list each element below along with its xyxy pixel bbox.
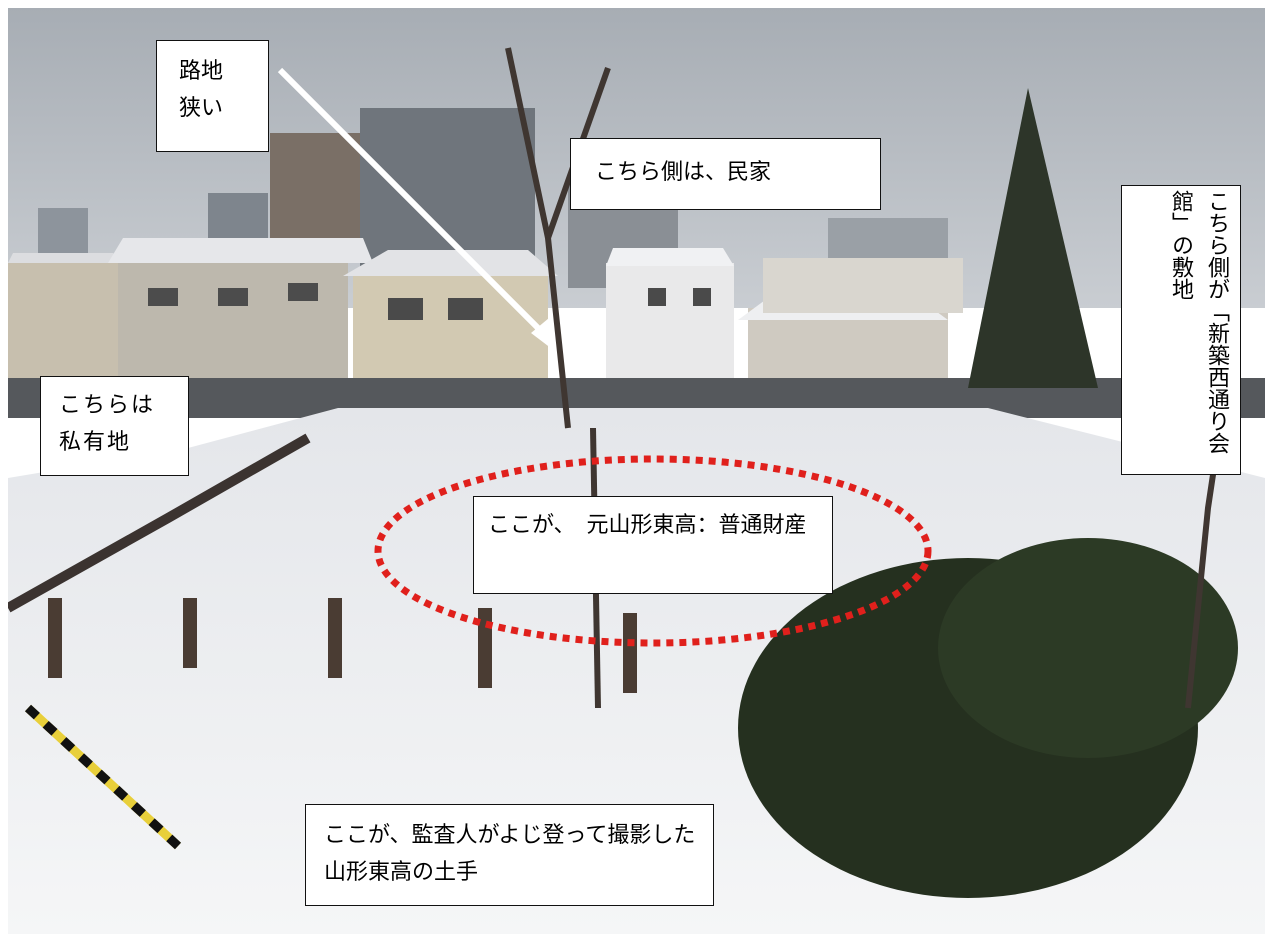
- alley-label-line1: 路地: [179, 59, 224, 84]
- striped-pole: [24, 704, 182, 850]
- embankment-text: ここが、監査人がよじ登って撮影した山形東高の土手: [324, 823, 696, 885]
- residential-label-text: こちら側は、民家: [595, 160, 772, 185]
- new-hall-site-text: こちら側が「新築西通り会館」の敷地: [1168, 190, 1229, 454]
- alley-label: 路地 狭い: [156, 40, 269, 152]
- background-buildings: [38, 108, 948, 288]
- houses: [8, 238, 963, 398]
- new-hall-site-label: こちら側が「新築西通り会館」の敷地: [1121, 185, 1241, 475]
- alley-label-line2: 狭い: [179, 96, 224, 121]
- snow-lot-photo: [8, 8, 1265, 934]
- private-land-line2: 私有地: [59, 430, 132, 455]
- private-land-line1: こちらは: [59, 393, 156, 418]
- former-school-ellipse: [374, 455, 932, 647]
- former-school-text: ここが、 元山形東高：普通財産: [488, 513, 807, 538]
- private-land-label: こちらは 私有地: [40, 376, 189, 476]
- former-school-label: ここが、 元山形東高：普通財産: [473, 496, 833, 594]
- residential-label: こちら側は、民家: [570, 138, 881, 210]
- embankment-label: ここが、監査人がよじ登って撮影した山形東高の土手: [305, 804, 714, 906]
- arrow-to-alley: [277, 67, 556, 352]
